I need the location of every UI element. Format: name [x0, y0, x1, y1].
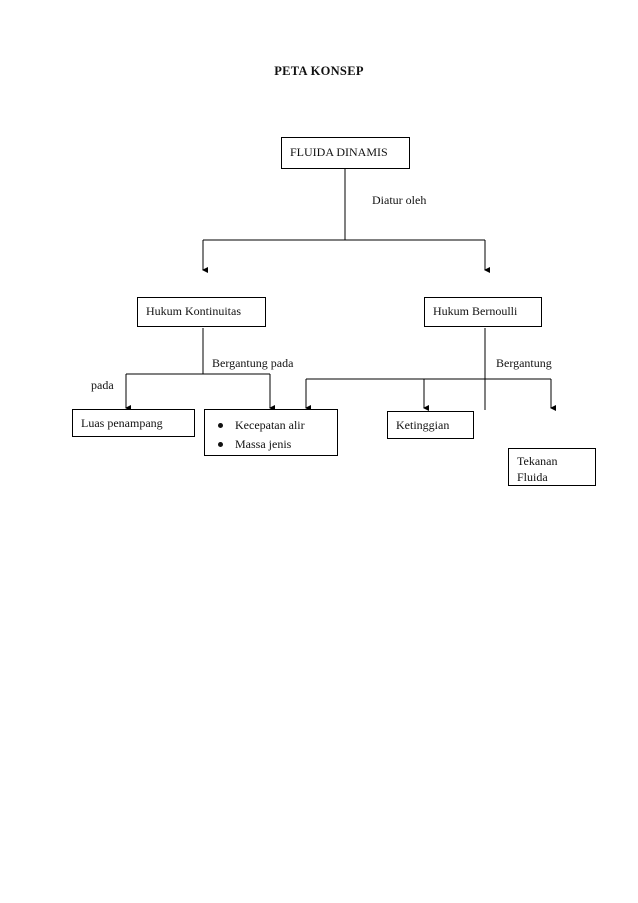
- edge-label-diatur-oleh: Diatur oleh: [372, 193, 427, 207]
- edge-label-pada: pada: [91, 378, 114, 392]
- node-fluida-dinamis: FLUIDA DINAMIS: [281, 137, 410, 169]
- page-title: PETA KONSEP: [274, 64, 364, 78]
- list-item: Massa jenis: [218, 435, 329, 454]
- node-tekanan-fluida-label: Tekanan Fluida: [517, 454, 558, 484]
- node-ketinggian: Ketinggian: [387, 411, 474, 439]
- list-item: Kecepatan alir: [218, 416, 329, 435]
- node-hukum-bernoulli-label: Hukum Bernoulli: [433, 304, 518, 318]
- node-kecepatan-massa: Kecepatan alir Massa jenis: [204, 409, 338, 456]
- node-hukum-kontinuitas: Hukum Kontinuitas: [137, 297, 266, 327]
- node-luas-penampang: Luas penampang: [72, 409, 195, 437]
- node-tekanan-fluida: Tekanan Fluida: [508, 448, 596, 486]
- node-luas-penampang-label: Luas penampang: [81, 416, 163, 430]
- node-kecepatan-massa-list: Kecepatan alir Massa jenis: [213, 416, 329, 454]
- node-hukum-kontinuitas-label: Hukum Kontinuitas: [146, 304, 241, 318]
- node-ketinggian-label: Ketinggian: [396, 418, 450, 432]
- edge-label-bergantung: Bergantung: [496, 356, 552, 370]
- node-hukum-bernoulli: Hukum Bernoulli: [424, 297, 542, 327]
- node-fluida-dinamis-label: FLUIDA DINAMIS: [290, 145, 388, 159]
- edge-label-bergantung-pada: Bergantung pada: [212, 356, 294, 370]
